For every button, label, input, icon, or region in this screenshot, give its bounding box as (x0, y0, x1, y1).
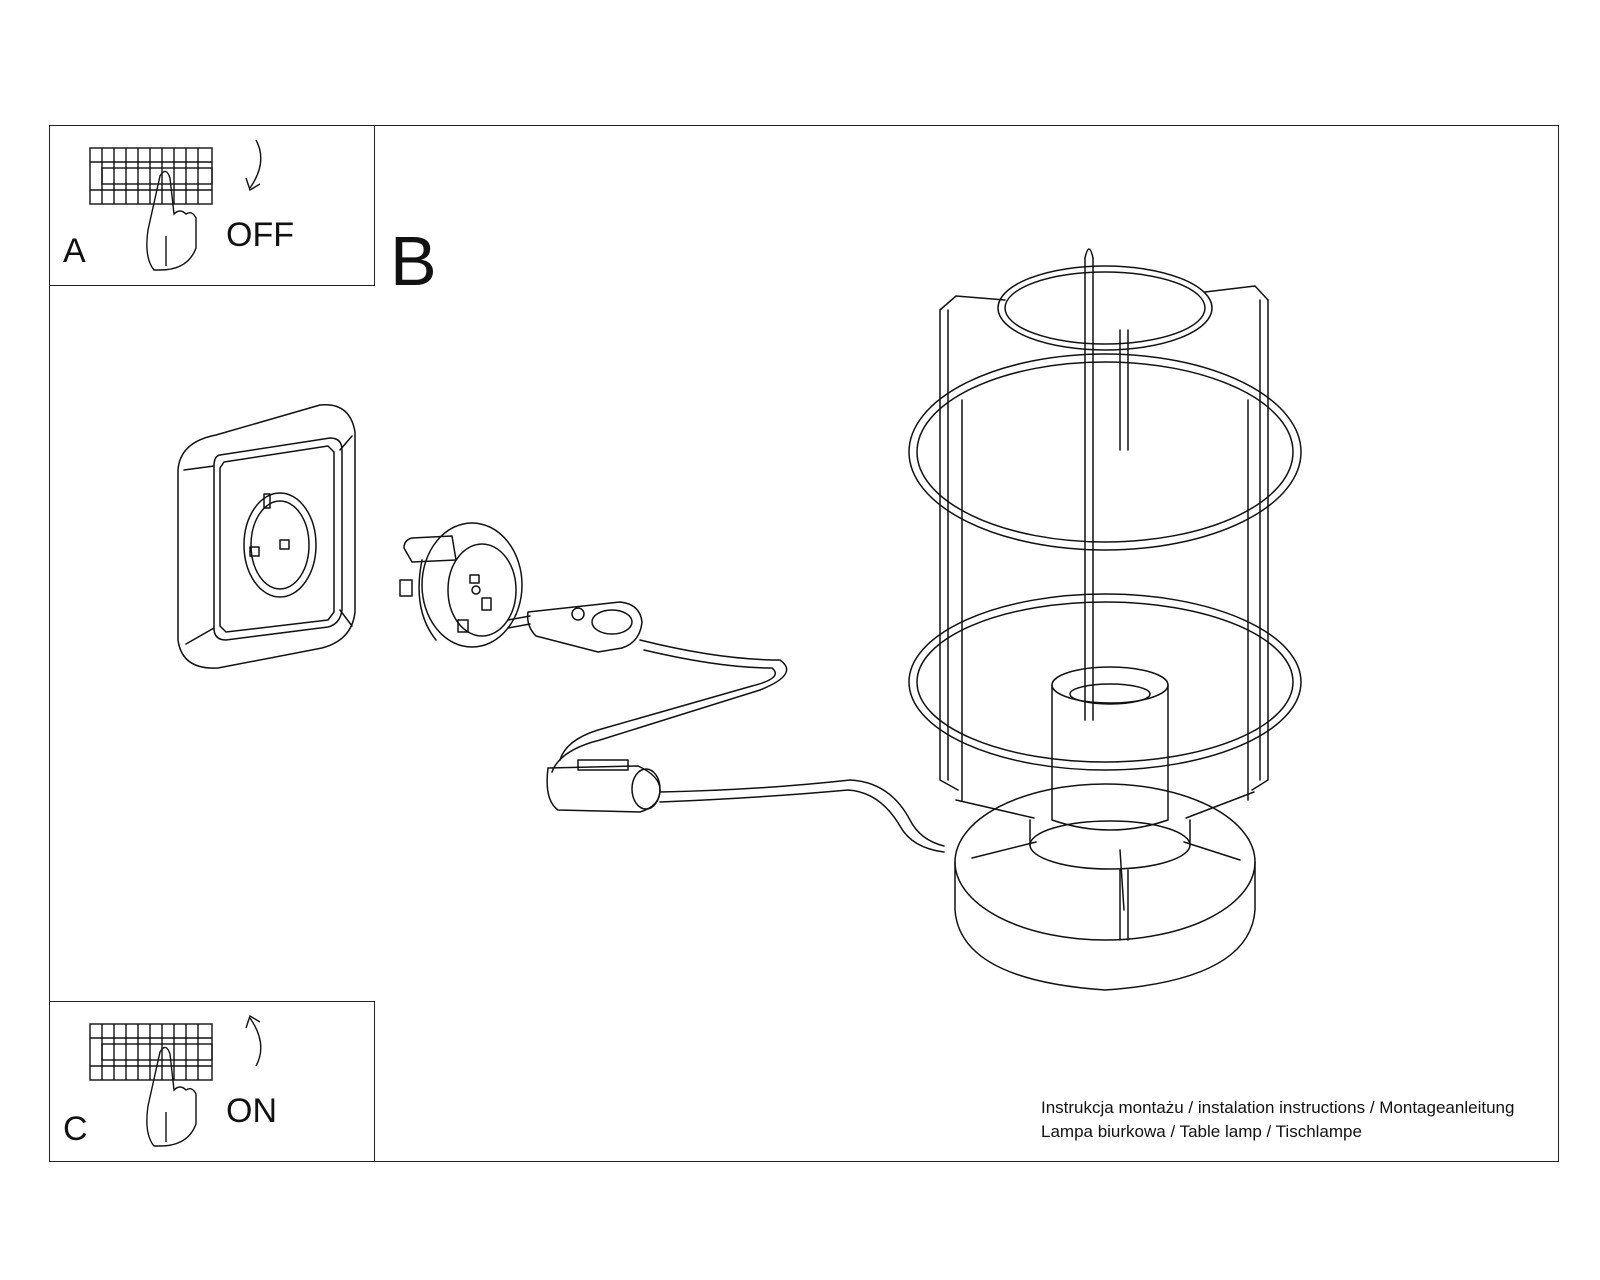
caption-line-1: Instrukcja montażu / instalation instruc… (1041, 1098, 1515, 1117)
instruction-frame (49, 125, 1559, 1162)
table-lamp-cage-icon (908, 248, 1302, 991)
switch-off-label: OFF (226, 216, 294, 254)
plug-icon (507, 601, 643, 653)
step-a-letter: A (63, 232, 86, 270)
step-a-panel: A OFF (49, 125, 375, 286)
breaker-switch-off-icon (89, 139, 262, 271)
breaker-switch-on-icon (89, 1014, 262, 1147)
step-c-panel: C ON (49, 1001, 375, 1162)
plug-adapter-icon (399, 522, 523, 648)
inline-switch-icon (546, 759, 661, 813)
caption-line-2: Lampa biurkowa / Table lamp / Tischlampe (1041, 1122, 1362, 1141)
wall-socket-icon (177, 404, 356, 669)
step-c-letter: C (63, 1110, 88, 1148)
switch-on-label: ON (226, 1092, 277, 1130)
step-b-letter: B (390, 222, 437, 300)
